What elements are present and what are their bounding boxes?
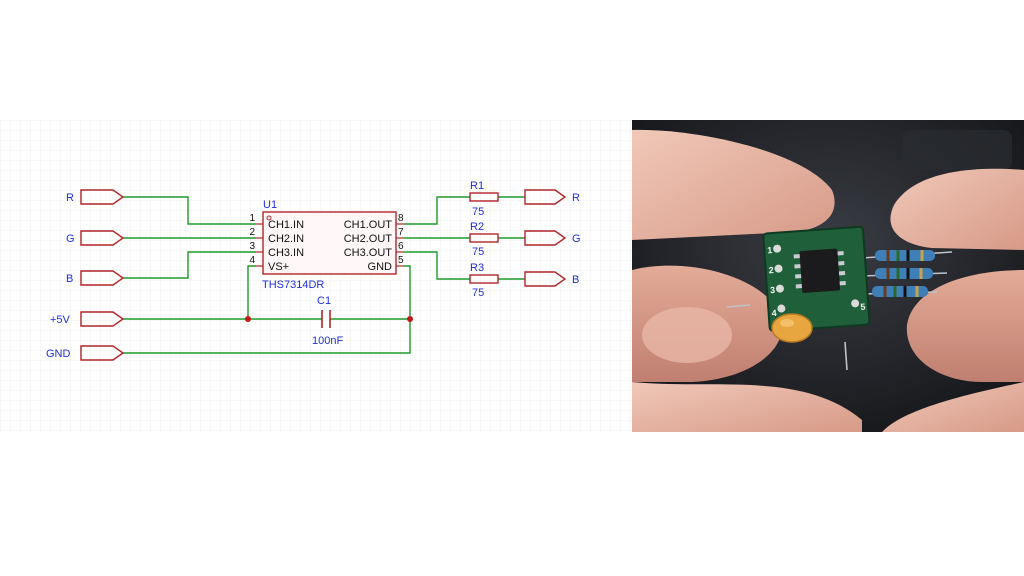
capacitor-highlight: [780, 319, 794, 327]
port-label-b-out: B: [572, 274, 579, 286]
board-pin-label-4: 4: [771, 308, 777, 318]
capacitor-designator: C1: [317, 295, 331, 307]
schematic-diagram: R G B +5V GND R G B U1 THS7314DR 1 2 3 4…: [0, 120, 632, 432]
chip-lead: [839, 280, 846, 286]
pin-number-7: 7: [398, 227, 404, 238]
resistor-r1-value: 75: [472, 206, 484, 218]
pin-name-ch2-out: CH2.OUT: [344, 233, 393, 245]
pcb-pad: [851, 299, 860, 308]
wire-b-in: [123, 251, 256, 279]
photo-resistors: [872, 250, 935, 297]
chip-lead: [838, 271, 846, 276]
pcb-pad: [774, 264, 783, 273]
pin-number-3: 3: [249, 241, 255, 252]
pin-name-ch1-in: CH1.IN: [268, 219, 304, 231]
capacitor-value: 100nF: [312, 335, 343, 347]
soic-chip: [799, 248, 841, 293]
pcb-pad: [775, 284, 784, 293]
port-symbol-b-out: [524, 271, 567, 287]
board-pin-label-2: 2: [768, 265, 774, 275]
capacitor-c1: [321, 310, 331, 328]
schematic-grid: [0, 120, 632, 432]
chip-part-number: THS7314DR: [262, 279, 324, 291]
junction-vs: [245, 316, 251, 322]
photo-resistor-3: [872, 286, 928, 297]
chip-lead: [838, 261, 845, 266]
port-symbol-g-in: [80, 230, 125, 246]
wire-out-3: [404, 251, 470, 280]
chip-designator: U1: [263, 199, 277, 211]
resistor-r1-designator: R1: [470, 180, 484, 192]
port-symbol-gnd: [80, 345, 125, 361]
pin-number-8: 8: [398, 213, 404, 224]
photo-capacitor: [771, 313, 813, 343]
pcb-pad: [777, 304, 786, 313]
pin-name-vs: VS+: [268, 261, 289, 273]
pin-name-gnd: GND: [368, 261, 393, 273]
resistor-r3-designator: R3: [470, 262, 484, 274]
wires: [123, 196, 525, 354]
resistor-r2-designator: R2: [470, 221, 484, 233]
breakout-board-photo: 1 2 3 4 5: [632, 120, 1024, 432]
pin-number-5: 5: [398, 255, 404, 266]
pin-number-6: 6: [398, 241, 404, 252]
chip-lead: [793, 254, 800, 259]
wire-vs: [247, 265, 256, 319]
wire-gnd: [123, 265, 411, 354]
port-label-r-in: R: [66, 192, 74, 204]
pin-name-ch1-out: CH1.OUT: [344, 219, 393, 231]
resistor-r3-value: 75: [472, 287, 484, 299]
pin-number-4: 4: [249, 255, 255, 266]
photo-resistor-2: [875, 268, 933, 279]
chip-lead: [795, 284, 802, 289]
port-symbol-r-out: [524, 189, 567, 205]
port-label-gnd: GND: [46, 348, 71, 360]
board-pin-label-3: 3: [770, 285, 776, 295]
right-palm: [882, 382, 1024, 432]
chip-lead: [795, 274, 802, 279]
chip-body: [262, 211, 397, 275]
junction-gnd: [407, 316, 413, 322]
right-thumb: [906, 270, 1024, 382]
pin-number-2: 2: [249, 227, 255, 238]
pcb-pad: [773, 244, 782, 253]
chip-lead: [794, 264, 801, 269]
board-pin-label-5: 5: [860, 302, 866, 312]
port-label-g-out: G: [572, 233, 581, 245]
port-symbol-r-in: [80, 189, 125, 205]
background-blur: [902, 130, 1012, 170]
port-label-r-out: R: [572, 192, 580, 204]
left-finger-top: [632, 129, 835, 240]
resistor-r1: [469, 192, 499, 202]
port-label-b-in: B: [66, 273, 73, 285]
port-symbol-g-out: [524, 230, 567, 246]
port-symbol-b-in: [80, 270, 125, 286]
pin-name-ch3-in: CH3.IN: [268, 247, 304, 259]
chip-pin1-marker: [266, 215, 272, 221]
board-pin-label-1: 1: [767, 245, 773, 255]
chip-lead: [837, 251, 844, 256]
resistor-r3: [469, 274, 499, 284]
left-palm: [632, 382, 862, 432]
wire-out-1: [404, 196, 470, 225]
thumbnail: [642, 307, 732, 363]
pin-name-ch3-out: CH3.OUT: [344, 247, 393, 259]
pin-name-ch2-in: CH2.IN: [268, 233, 304, 245]
pin-number-1: 1: [249, 213, 255, 224]
resistor-r2-value: 75: [472, 246, 484, 258]
photo-resistor-1: [875, 250, 935, 261]
wire-r-in: [123, 196, 256, 225]
port-label-5v: +5V: [50, 314, 71, 326]
port-label-g-in: G: [66, 233, 75, 245]
resistor-r2: [469, 233, 499, 243]
right-finger-top: [890, 168, 1024, 250]
chip-pin-stubs: [256, 223, 404, 267]
port-symbol-5v: [80, 311, 125, 327]
